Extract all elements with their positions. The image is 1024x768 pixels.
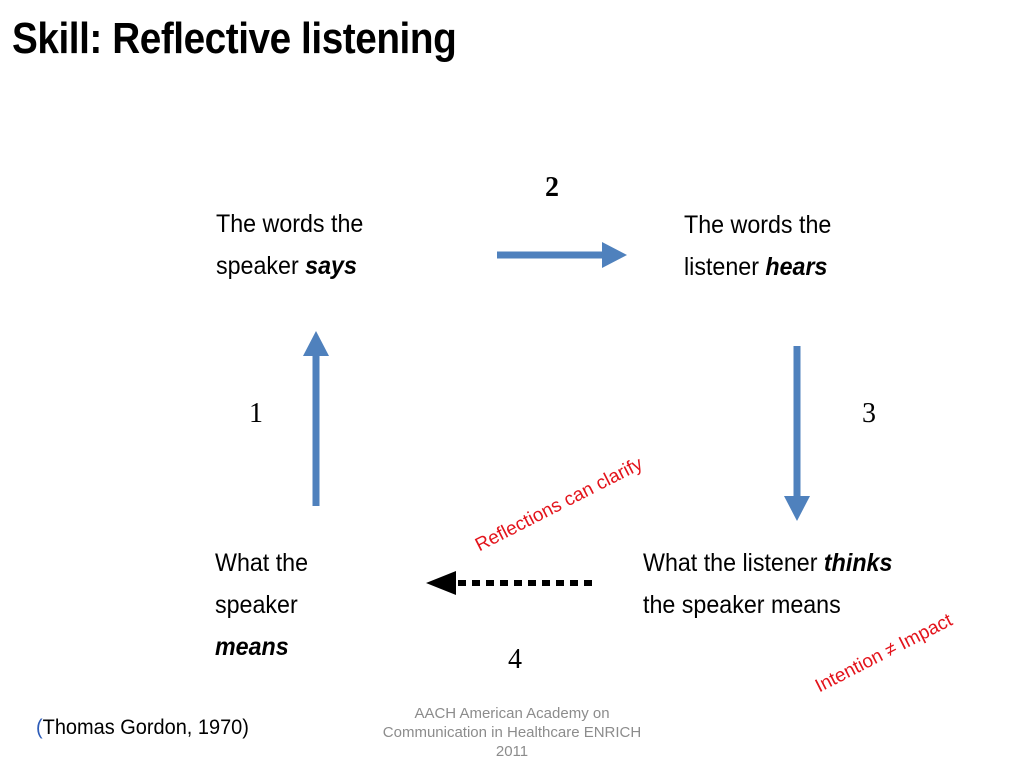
footer-line1: AACH American Academy on <box>414 705 610 722</box>
node-speaker-means: What the speaker means <box>215 542 308 668</box>
node-listener-hears: The words the listener hears <box>684 204 831 288</box>
dotted-arrow-left-icon <box>426 571 592 595</box>
node-speaker-says: The words the speaker says <box>216 203 363 287</box>
node-says-line2: speaker says <box>216 245 363 287</box>
arrow-down-icon <box>784 346 810 521</box>
citation-open-paren: ( <box>36 716 43 739</box>
node-hears-line2: listener hears <box>684 246 831 288</box>
footer-line3: 2011 <box>495 743 529 760</box>
node-hears-line1: The words the <box>684 211 832 239</box>
step-label-4: 4 <box>508 644 522 675</box>
step-label-3: 3 <box>862 398 876 429</box>
node-thinks-line2: the speaker means <box>643 591 841 619</box>
node-says-prefix: speaker <box>216 252 306 280</box>
node-hears-emph: hears <box>765 253 828 281</box>
citation: (Thomas Gordon, 1970) <box>36 716 249 740</box>
node-means-line1: What the <box>215 549 309 577</box>
node-thinks-line1: What the listener thinks <box>643 542 892 584</box>
citation-text: Thomas Gordon, 1970) <box>42 716 249 739</box>
node-says-line1: The words the <box>216 210 364 238</box>
arrow-right-icon <box>497 242 627 268</box>
node-means-line2: speaker <box>215 591 298 619</box>
node-says-emph: says <box>305 252 357 280</box>
node-listener-thinks: What the listener thinks the speaker mea… <box>643 542 892 626</box>
node-thinks-prefix: What the listener <box>643 549 824 577</box>
node-means-line3: means <box>215 633 289 661</box>
arrow-up-icon <box>303 331 329 506</box>
footer-line2: Communication in Healthcare ENRICH <box>382 724 642 741</box>
footer-source: AACH American Academy on Communication i… <box>352 704 672 761</box>
step-label-1: 1 <box>249 398 263 429</box>
node-thinks-emph: thinks <box>823 549 893 577</box>
node-hears-prefix: listener <box>684 253 766 281</box>
slide-title: Skill: Reflective listening <box>12 14 457 63</box>
step-label-2: 2 <box>545 172 559 203</box>
